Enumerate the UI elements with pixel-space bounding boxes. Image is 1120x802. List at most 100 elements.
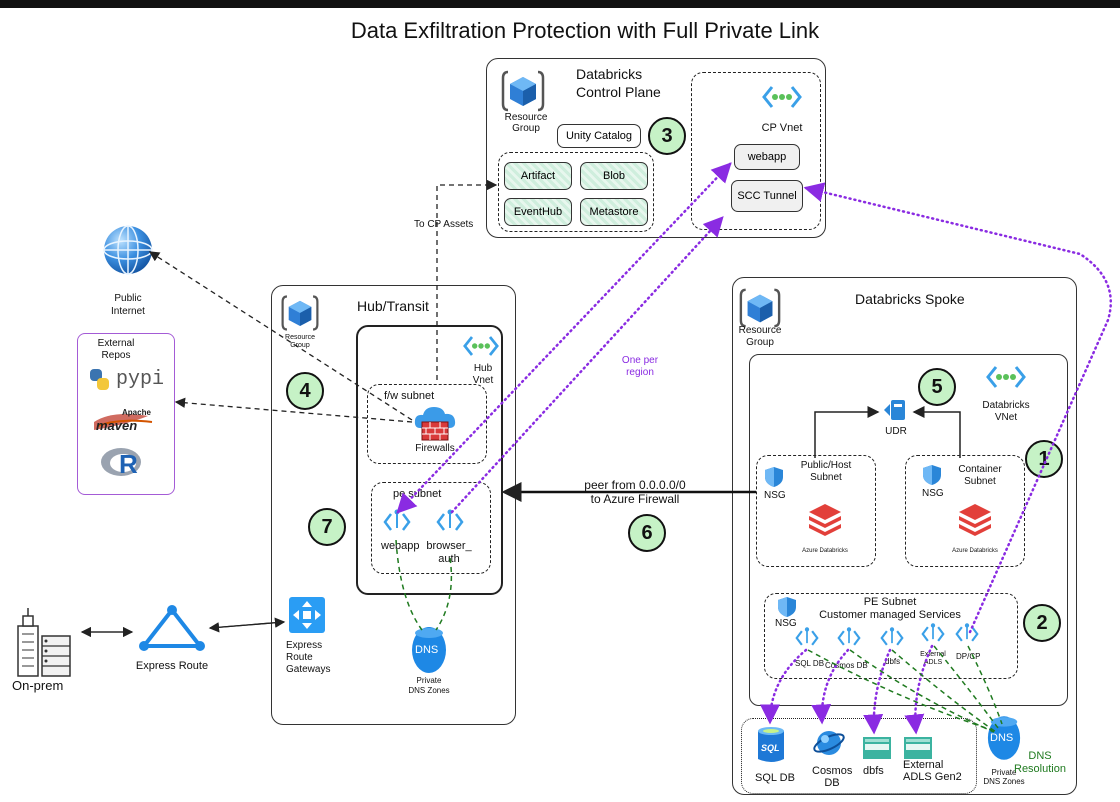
number-2-badge: 2 <box>1023 604 1061 642</box>
svc-dbfs-label: dbfs <box>863 765 884 777</box>
vnet-icon <box>762 84 802 110</box>
r-logo-text: R <box>119 449 138 479</box>
external-repos-label: External Repos <box>86 338 146 362</box>
eventhub-box: EventHub <box>504 198 572 226</box>
sql-icon-text: SQL <box>761 743 780 753</box>
peer-label: peer from 0.0.0.0/0 to Azure Firewall <box>560 478 710 506</box>
resource-group-icon <box>280 293 320 333</box>
container-subnet-label: Container Subnet <box>945 464 1015 488</box>
pe-dpcp-label: DP/CP <box>956 652 981 661</box>
resource-group-icon <box>500 68 546 114</box>
number-7-badge: 7 <box>308 508 346 546</box>
firewall-icon <box>412 404 458 442</box>
svc-adls-label: External ADLS Gen2 <box>903 759 962 783</box>
browser-auth-line2: auth <box>438 553 460 565</box>
express-route-icon <box>136 604 208 654</box>
private-endpoint-icon <box>795 626 819 650</box>
svc-cosmos-line1: Cosmos <box>812 765 853 777</box>
dns-resolution-line2: Resolution <box>1014 763 1066 775</box>
hub-resource-group-label: Resource Group <box>278 334 322 350</box>
cp-resource-group-label: Resource Group <box>496 112 556 134</box>
private-endpoint-icon <box>383 508 411 536</box>
number-6-badge: 6 <box>628 514 666 552</box>
spoke-pdns-line2: DNS Zones <box>983 777 1025 786</box>
private-endpoint-icon <box>880 626 904 650</box>
storage-icon <box>903 736 933 760</box>
maven-top-text: Apache <box>122 408 151 417</box>
pe-sql-label: SQL DB <box>795 659 825 668</box>
one-per-region-line2: region <box>626 367 654 378</box>
cp-vnet-label: CP Vnet <box>761 122 803 134</box>
external-repos-line1: External <box>97 338 135 349</box>
cp-rg-line2: Group <box>512 123 540 134</box>
pypi-logo-icon: pypi <box>88 366 164 396</box>
container-subnet-nsg-label: NSG <box>922 488 944 499</box>
svc-adls-line2: ADLS Gen2 <box>903 771 962 783</box>
control-plane-title: Databricks Control Plane <box>576 65 661 101</box>
r-logo-icon: R <box>100 444 146 482</box>
er-gw-line3: Gateways <box>286 664 331 675</box>
external-repos-line2: Repos <box>101 350 131 361</box>
hub-pdns-line2: DNS Zones <box>408 686 450 695</box>
vnet-icon <box>986 364 1026 390</box>
control-plane-title-line1: Databricks <box>576 66 643 82</box>
hub-dns-text: DNS <box>415 644 439 656</box>
control-plane-title-line2: Control Plane <box>576 84 661 100</box>
er-gw-line2: Route <box>286 652 313 663</box>
browser-auth-line1: browser_ <box>426 540 472 552</box>
to-cp-assets-label: To CP Assets <box>414 219 474 230</box>
er-gw-line1: Express <box>286 640 323 651</box>
firewalls-label: Firewalls <box>415 443 455 454</box>
one-per-region-line1: One per <box>621 355 659 366</box>
dns-resolution-line1: DNS <box>1028 750 1052 762</box>
hub-rg-line1: Resource <box>285 334 315 341</box>
number-5-badge: 5 <box>918 368 956 406</box>
nsg-shield-icon <box>764 466 784 488</box>
express-route-label: Express Route <box>135 660 209 672</box>
metastore-box: Metastore <box>580 198 648 226</box>
unity-catalog-box: Unity Catalog <box>557 124 641 148</box>
on-prem-building-icon <box>14 606 74 678</box>
pe-adls-line2: ADLS <box>923 659 943 666</box>
hub-private-dns-label: Private DNS Zones <box>399 676 459 696</box>
public-internet-line2: Internet <box>111 306 145 317</box>
storage-icon <box>862 736 892 760</box>
udr-label: UDR <box>885 426 907 437</box>
scc-tunnel-box: SCC Tunnel <box>731 180 803 212</box>
artifact-box: Artifact <box>504 162 572 190</box>
maven-word-text: maven <box>96 418 138 433</box>
cp-webapp-box: webapp <box>734 144 800 170</box>
spoke-title: Databricks Spoke <box>855 291 965 307</box>
public-azure-databricks-label: Azure Databricks <box>802 548 848 554</box>
hub-webapp-label: webapp <box>381 540 420 552</box>
nsg-shield-icon <box>922 464 942 486</box>
browser-auth-label: browser_ auth <box>424 540 474 566</box>
spoke-rg-line2: Group <box>746 337 774 348</box>
dns-resolution-label: DNS Resolution <box>1012 750 1068 776</box>
top-bar <box>0 0 1120 8</box>
blob-box: Blob <box>580 162 648 190</box>
private-endpoint-icon <box>921 622 945 646</box>
databricks-logo-icon <box>957 502 993 538</box>
svc-cosmos-line2: DB <box>824 777 840 789</box>
private-endpoint-icon <box>955 622 979 646</box>
on-prem-label: On-prem <box>12 678 64 693</box>
pe-subnet-line2: Customer managed Services <box>819 609 961 621</box>
peer-line2: to Azure Firewall <box>590 492 680 506</box>
public-subnet-line1: Public/Host <box>800 460 852 471</box>
peer-line1: peer from 0.0.0.0/0 <box>584 478 686 492</box>
public-host-subnet-label: Public/Host Subnet <box>786 460 866 484</box>
vnet-icon <box>463 334 499 358</box>
pe-adls-line1: External <box>920 651 946 658</box>
pe-subnet-label: pe subnet <box>393 488 442 500</box>
spoke-private-dns-label: Private DNS Zones <box>976 768 1032 786</box>
spoke-resource-group-label: Resource Group <box>732 325 788 349</box>
hub-rg-line2: Group <box>290 342 310 349</box>
svc-adls-line1: External <box>903 759 944 771</box>
pe-dbfs-label: dbfs <box>885 657 901 666</box>
pe-subnet-line1: PE Subnet <box>863 596 917 608</box>
pe-subnet-nsg-label: NSG <box>775 618 797 629</box>
pypi-text: pypi <box>116 368 165 391</box>
express-route-gateways-label: Express Route Gateways <box>286 640 330 676</box>
dns-icon: DNS <box>410 625 448 675</box>
